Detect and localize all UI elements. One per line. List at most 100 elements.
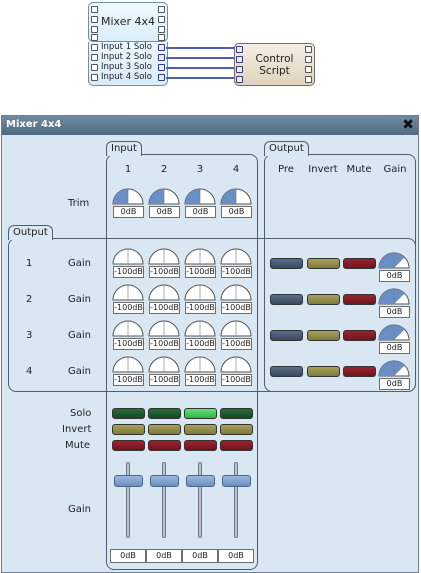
mixer-pin[interactable] [91,26,98,33]
input-fader-value-2[interactable]: 0dB [146,549,182,563]
output-mute-button-1[interactable] [343,258,376,269]
input-fader-track-1[interactable] [126,462,130,538]
input-mute-button-4[interactable] [220,440,253,451]
wire[interactable] [166,47,238,49]
input-solo-button-2[interactable] [148,408,181,419]
mixer-pin[interactable] [158,34,165,41]
crosspoint-knob-3-2[interactable]: -100dB [148,318,181,350]
output-mute-button-4[interactable] [343,366,376,377]
input-mute-button-1[interactable] [112,440,145,451]
input-fader-track-2[interactable] [162,462,166,538]
output-pre-button-1[interactable] [270,258,303,269]
output-gain-knob-4[interactable]: 0dB [378,358,411,390]
output-gain-knob-2[interactable]: 0dB [378,286,411,318]
input-fader-value-1[interactable]: 0dB [110,549,146,563]
mixer-pin[interactable] [91,6,98,13]
io-pin[interactable] [91,44,98,51]
ctrl-pin[interactable] [236,56,243,63]
input-solo-button-3[interactable] [184,408,217,419]
input-invert-button-1[interactable] [112,424,145,435]
input-solo-button-4[interactable] [220,408,253,419]
output-gain-knob-1[interactable]: 0dB [378,250,411,282]
crosspoint-knob-1-3[interactable]: -100dB [184,246,217,278]
trim-knob-4[interactable]: 0dB [220,186,253,218]
io-pin[interactable] [158,74,165,81]
output-row-gain-label-3: Gain [68,330,91,341]
input-column-2: 2 [160,164,168,175]
input-fader-track-4[interactable] [234,462,238,538]
wire[interactable] [166,67,238,69]
io-label-input-2-solo: Input 2 Solo [101,52,152,62]
output-row-label-2: 2 [26,294,33,305]
ctrl-pin[interactable] [305,76,312,83]
ctrl-pin[interactable] [305,56,312,63]
mixer-pin[interactable] [91,16,98,23]
wire[interactable] [166,77,238,79]
io-pin[interactable] [158,54,165,61]
crosspoint-knob-2-4-value: -100dB [221,302,252,314]
input-fader-handle-4[interactable] [222,475,251,487]
ctrl-pin[interactable] [236,76,243,83]
output-mute-button-2[interactable] [343,294,376,305]
mixer-pin[interactable] [158,26,165,33]
output-invert-button-1[interactable] [307,258,340,269]
io-pin[interactable] [91,74,98,81]
crosspoint-knob-2-2[interactable]: -100dB [148,282,181,314]
io-pin[interactable] [158,44,165,51]
crosspoint-knob-4-2[interactable]: -100dB [148,354,181,386]
input-mute-button-2[interactable] [148,440,181,451]
crosspoint-knob-4-1[interactable]: -100dB [112,354,145,386]
crosspoint-knob-3-3-value: -100dB [185,338,216,350]
output-gain-knob-3[interactable]: 0dB [378,322,411,354]
output-mute-button-3[interactable] [343,330,376,341]
mixer-io-block[interactable]: Input 1 Solo Input 2 Solo Input 3 Solo I… [88,42,168,86]
mixer-pin[interactable] [158,6,165,13]
wire[interactable] [166,57,238,59]
mixer-pin[interactable] [91,34,98,41]
io-pin[interactable] [91,64,98,71]
mixer-block[interactable]: Mixer 4x4 [88,2,168,42]
output-pre-button-4[interactable] [270,366,303,377]
ctrl-pin[interactable] [305,66,312,73]
crosspoint-knob-3-4[interactable]: -100dB [220,318,253,350]
input-invert-button-2[interactable] [148,424,181,435]
control-script-block[interactable]: Control Script [234,43,315,86]
trim-knob-3[interactable]: 0dB [184,186,217,218]
input-invert-button-4[interactable] [220,424,253,435]
ctrl-pin[interactable] [236,66,243,73]
window-titlebar[interactable]: Mixer 4x4 ✖ [2,116,418,135]
crosspoint-knob-2-4[interactable]: -100dB [220,282,253,314]
input-fader-handle-2[interactable] [150,475,179,487]
input-fader-track-3[interactable] [198,462,202,538]
ctrl-pin[interactable] [305,46,312,53]
crosspoint-knob-4-3[interactable]: -100dB [184,354,217,386]
crosspoint-knob-3-1[interactable]: -100dB [112,318,145,350]
input-fader-handle-3[interactable] [186,475,215,487]
output-pre-button-3[interactable] [270,330,303,341]
output-invert-button-4[interactable] [307,366,340,377]
close-icon[interactable]: ✖ [402,117,414,133]
crosspoint-knob-3-3[interactable]: -100dB [184,318,217,350]
input-fader-value-4[interactable]: 0dB [218,549,254,563]
input-fader-value-3[interactable]: 0dB [182,549,218,563]
input-mute-button-3[interactable] [184,440,217,451]
crosspoint-knob-1-2[interactable]: -100dB [148,246,181,278]
ctrl-pin[interactable] [236,46,243,53]
output-invert-button-2[interactable] [307,294,340,305]
crosspoint-knob-2-3[interactable]: -100dB [184,282,217,314]
io-pin[interactable] [91,54,98,61]
crosspoint-knob-4-4[interactable]: -100dB [220,354,253,386]
input-fader-handle-1[interactable] [114,475,143,487]
trim-knob-1[interactable]: 0dB [112,186,145,218]
crosspoint-knob-2-1[interactable]: -100dB [112,282,145,314]
trim-knob-2[interactable]: 0dB [148,186,181,218]
crosspoint-knob-1-1[interactable]: -100dB [112,246,145,278]
mixer-pin[interactable] [158,16,165,23]
input-invert-button-3[interactable] [184,424,217,435]
input-solo-button-1[interactable] [112,408,145,419]
output-column-pre: Pre [278,164,294,175]
output-invert-button-3[interactable] [307,330,340,341]
output-pre-button-2[interactable] [270,294,303,305]
io-pin[interactable] [158,64,165,71]
crosspoint-knob-1-4[interactable]: -100dB [220,246,253,278]
